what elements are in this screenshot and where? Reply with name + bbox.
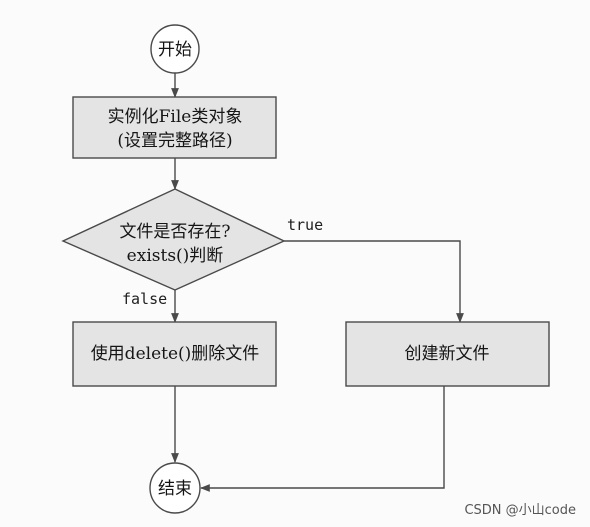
instantiate-label-line1: 实例化File类对象 (108, 107, 243, 127)
decision-label-line2: exists()判断 (127, 246, 224, 266)
end-label: 结束 (158, 479, 192, 499)
edge-decision-true-to-create (284, 240, 464, 323)
delete-file-box (72, 321, 277, 387)
edge-create-to-end (200, 386, 445, 492)
decision-label-line1: 文件是否存在? (119, 222, 230, 242)
create-file-label: 创建新文件 (405, 344, 490, 364)
instantiate-box (72, 96, 277, 159)
instantiate-node: 实例化File类对象 (设置完整路径) (72, 96, 277, 159)
start-circle (150, 24, 200, 74)
branch-false-label: false (122, 290, 167, 308)
branch-true-label: true (287, 216, 323, 234)
decision-node: 文件是否存在? exists()判断 (61, 188, 286, 291)
watermark: CSDN @小山code (464, 503, 576, 518)
delete-file-label: 使用delete()删除文件 (91, 343, 260, 364)
end-circle (149, 462, 201, 514)
connectors (171, 72, 464, 492)
create-file-box (345, 321, 550, 387)
start-node: 开始 (150, 24, 200, 74)
start-label: 开始 (158, 40, 192, 60)
delete-file-node: 使用delete()删除文件 (72, 321, 277, 387)
instantiate-label-line2: (设置完整路径) (117, 131, 232, 151)
create-file-node: 创建新文件 (345, 321, 550, 387)
end-node: 结束 (149, 462, 201, 514)
decision-diamond (61, 188, 286, 291)
